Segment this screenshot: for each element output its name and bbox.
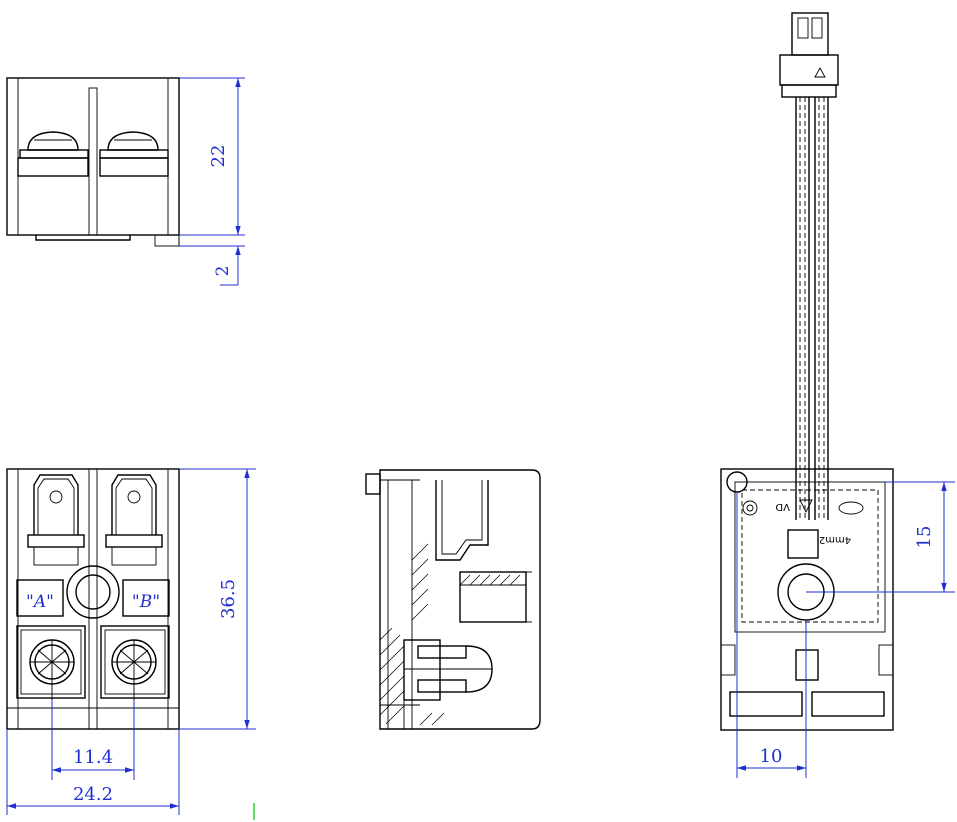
- dim-screw-pitch: 11.4: [73, 747, 113, 768]
- dim-front-width: 24.2: [73, 784, 113, 805]
- dim-top-offset: 2: [213, 266, 233, 277]
- wire-leads: [795, 97, 829, 520]
- front-left-tab: [27, 474, 85, 566]
- rear-markings: VD 4mm2: [742, 499, 864, 559]
- top-view: 22 2: [6, 77, 245, 286]
- dim-front-height: 36.5: [218, 579, 239, 619]
- front-left-screw: [16, 625, 86, 708]
- dim-rear-width: 10: [760, 746, 783, 767]
- label-a: "A": [26, 592, 54, 612]
- top-left-screw: [17, 131, 89, 177]
- dim-rear-offset: 15: [914, 526, 935, 549]
- rear-view: VD 4mm2 15 10: [720, 12, 955, 778]
- dim-top-height: 22: [208, 145, 229, 168]
- front-right-screw: [100, 625, 170, 708]
- front-view: "A" "B" 36.5: [6, 468, 256, 820]
- label-b: "B": [132, 592, 160, 612]
- svg-text:VD: VD: [775, 501, 790, 512]
- rating-marking: 4mm2: [819, 534, 851, 545]
- section-hatch: [379, 543, 521, 726]
- front-right-tab: [105, 474, 163, 566]
- top-right-screw: [99, 131, 169, 177]
- wire-connector: [779, 12, 839, 98]
- side-section-view: [365, 469, 541, 730]
